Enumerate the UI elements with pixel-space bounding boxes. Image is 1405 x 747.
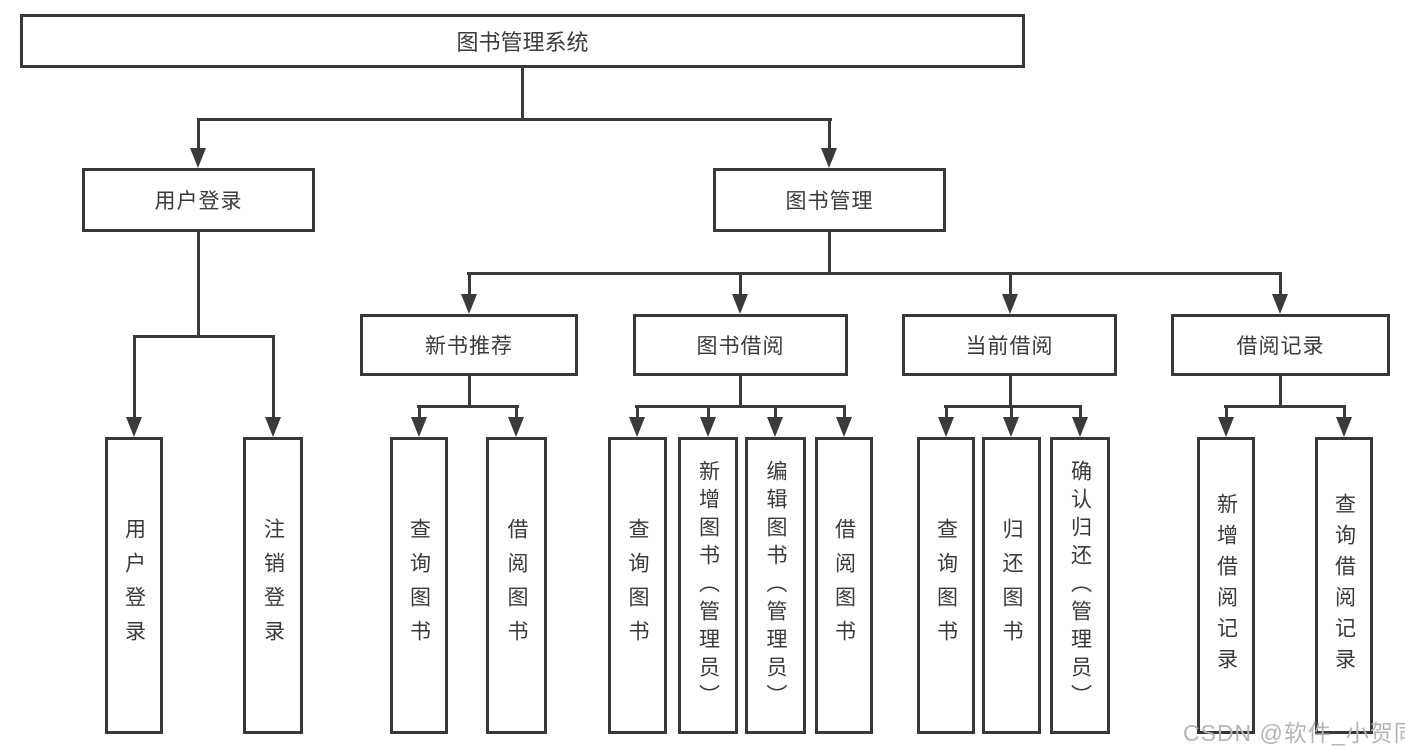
leaf-query-books: 查询图书 — [390, 437, 448, 734]
arrow-down-icon — [836, 417, 852, 437]
node-user-login: 用户登录 — [82, 168, 315, 232]
node-label: 新书推荐 — [425, 335, 513, 358]
leaf-query-books: 查询图书 — [917, 437, 975, 734]
connector-line — [738, 272, 742, 296]
connector-line — [520, 68, 524, 121]
connector-line — [944, 405, 948, 419]
arrow-down-icon — [190, 148, 206, 168]
node-library-management-system: 图书管理系统 — [20, 14, 1025, 68]
leaf-add-borrow-record: 新增借阅记录 — [1197, 437, 1255, 734]
leaf-logout: 注销登录 — [243, 437, 303, 734]
connector-line — [467, 376, 471, 408]
connector-line — [1278, 272, 1282, 296]
connector-line — [635, 405, 639, 419]
connector-line — [417, 405, 519, 408]
connector-line — [842, 405, 846, 419]
node-label: 图书管理 — [785, 190, 874, 213]
connector-line — [1009, 405, 1013, 419]
connector-line — [514, 405, 518, 419]
connector-line — [773, 405, 777, 419]
arrow-down-icon — [821, 148, 837, 168]
connector-line — [1224, 405, 1346, 408]
leaf-label: 新增借阅记录 — [1214, 492, 1238, 679]
connector-line — [132, 335, 136, 419]
connector-line — [133, 335, 275, 338]
connector-line — [1278, 376, 1282, 408]
connector-line — [467, 272, 471, 296]
arrow-down-icon — [265, 417, 281, 437]
node-label: 借阅记录 — [1236, 335, 1325, 358]
node-borrowing-records: 借阅记录 — [1171, 314, 1390, 376]
leaf-add-books-admin: 新增图书（管理员） — [678, 437, 738, 734]
connector-line — [417, 405, 421, 419]
connector-line — [827, 232, 831, 275]
arrow-down-icon — [461, 294, 477, 314]
connector-line — [706, 405, 710, 419]
connector-line — [271, 335, 275, 419]
node-new-book-recommend: 新书推荐 — [360, 314, 578, 376]
arrow-down-icon — [508, 417, 524, 437]
leaf-label: 新增图书（管理员） — [696, 459, 720, 712]
connector-line — [1342, 405, 1346, 419]
leaf-user-login: 用户登录 — [105, 437, 163, 734]
node-label: 当前借阅 — [965, 335, 1054, 358]
leaf-label: 注销登录 — [261, 517, 285, 654]
arrow-down-icon — [1218, 417, 1234, 437]
leaf-label: 用户登录 — [122, 517, 146, 654]
node-current-borrowing: 当前借阅 — [902, 314, 1117, 376]
leaf-query-books: 查询图书 — [608, 437, 667, 734]
leaf-edit-books-admin: 编辑图书（管理员） — [745, 437, 806, 734]
leaf-label: 编辑图书（管理员） — [764, 459, 787, 712]
leaf-label: 查询借阅记录 — [1332, 492, 1356, 679]
node-book-borrowing: 图书借阅 — [633, 314, 848, 376]
connector-line — [467, 272, 1282, 275]
connector-line — [1078, 405, 1082, 419]
arrow-down-icon — [1003, 417, 1019, 437]
node-label: 用户登录 — [154, 190, 243, 213]
leaf-return-books: 归还图书 — [982, 437, 1041, 734]
leaf-label: 查询图书 — [626, 517, 649, 654]
arrow-down-icon — [938, 417, 954, 437]
arrow-down-icon — [411, 417, 427, 437]
connector-line — [738, 376, 742, 408]
connector-line — [196, 118, 200, 152]
connector-line — [827, 118, 831, 152]
connector-line — [1008, 376, 1012, 408]
leaf-label: 归还图书 — [1000, 517, 1023, 654]
connector-line — [1224, 405, 1228, 419]
watermark: CSDN @软件_小贺同学 — [1183, 720, 1405, 746]
arrow-down-icon — [1272, 294, 1288, 314]
node-label: 图书管理系统 — [456, 30, 589, 55]
connector-line — [635, 405, 846, 408]
leaf-label: 借阅图书 — [505, 517, 528, 654]
leaf-label: 借阅图书 — [832, 517, 856, 654]
leaf-borrow-books: 借阅图书 — [486, 437, 547, 734]
leaf-query-borrow-record: 查询借阅记录 — [1315, 437, 1373, 734]
leaf-label: 查询图书 — [934, 517, 958, 654]
arrow-down-icon — [767, 417, 783, 437]
arrow-down-icon — [629, 417, 645, 437]
arrow-down-icon — [1002, 294, 1018, 314]
connector-line — [944, 405, 1082, 408]
arrow-down-icon — [700, 417, 716, 437]
arrow-down-icon — [126, 417, 142, 437]
arrow-down-icon — [1336, 417, 1352, 437]
connector-line — [196, 232, 200, 338]
connector-line — [197, 118, 832, 121]
leaf-label: 确认归还（管理员） — [1068, 459, 1092, 712]
node-label: 图书借阅 — [696, 335, 785, 358]
leaf-borrow-books: 借阅图书 — [815, 437, 873, 734]
arrow-down-icon — [732, 294, 748, 314]
node-book-management: 图书管理 — [713, 168, 946, 232]
leaf-confirm-return-admin: 确认归还（管理员） — [1050, 437, 1110, 734]
leaf-label: 查询图书 — [407, 517, 431, 654]
arrow-down-icon — [1072, 417, 1088, 437]
connector-line — [1008, 272, 1012, 296]
